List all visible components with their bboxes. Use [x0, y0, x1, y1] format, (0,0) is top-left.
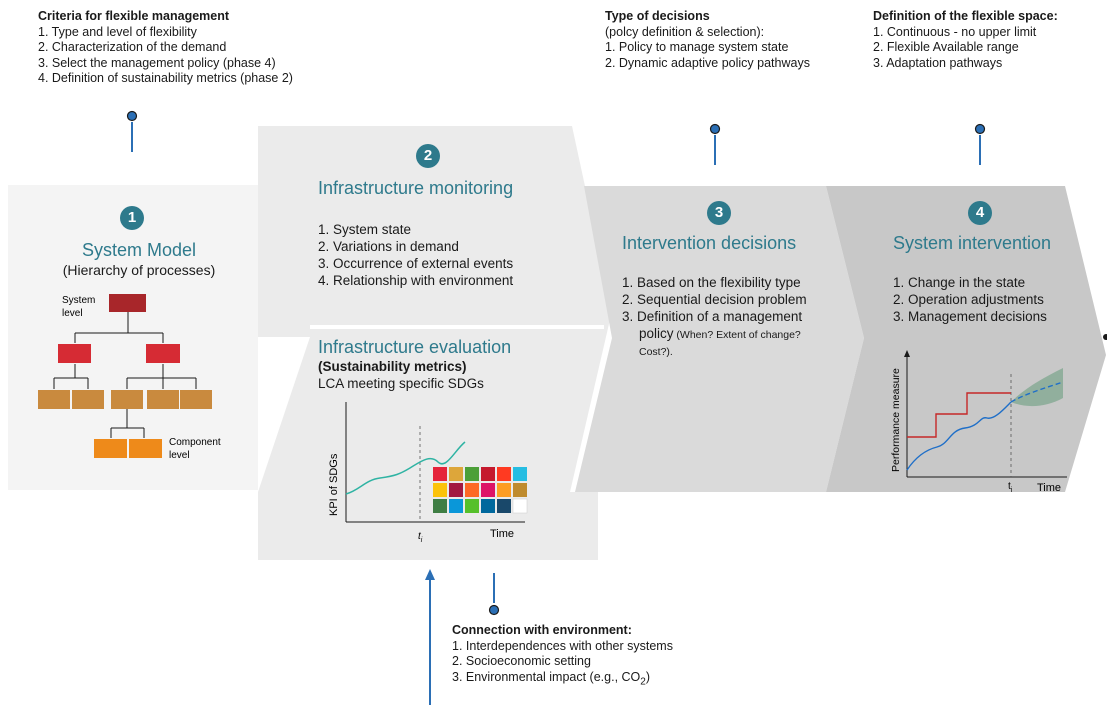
panel-infrastructure-monitoring	[258, 126, 612, 492]
flexible-space-note: Definition of the flexible space: 1. Con…	[873, 9, 1105, 71]
system-level-label: level	[62, 308, 83, 319]
step-2-number: 2	[416, 144, 440, 168]
panel-system-intervention	[826, 186, 1106, 492]
kpi-tick-label: ti	[418, 531, 423, 544]
step-1-number: 1	[120, 206, 144, 230]
kpi-curve	[345, 441, 466, 495]
step-4-item: 3. Management decisions	[893, 309, 1047, 324]
performance-curve	[906, 401, 1012, 471]
connector-dot-decisions	[709, 123, 721, 135]
environment-item: 1. Interdependences with other systems	[452, 638, 673, 653]
evaluation-title: Infrastructure evaluation	[318, 337, 512, 357]
environment-item: 3. Environmental impact (e.g., CO2)	[452, 669, 651, 688]
step-2-item: 1. System state	[318, 222, 412, 237]
kpi-y-label: KPI of SDGs	[328, 453, 340, 516]
process-node	[58, 344, 91, 363]
subprocess-node	[180, 390, 212, 409]
subprocess-node	[38, 390, 70, 409]
performance-tick-label: ti	[1008, 481, 1013, 494]
step-3-item: 1. Based on the flexibility type	[622, 275, 801, 290]
performance-y-label: Performance measure	[890, 368, 902, 472]
component-level-label: Component	[169, 437, 221, 448]
step-2-item: 4. Relationship with environment	[318, 273, 514, 288]
flexible-space-title: Definition of the flexible space:	[873, 9, 1058, 23]
criteria-note: Criteria for flexible management 1. Type…	[38, 9, 368, 87]
subprocess-node	[72, 390, 104, 409]
environment-item: 2. Socioeconomic setting	[452, 654, 591, 668]
environment-note: Connection with environment: 1. Interdep…	[452, 623, 762, 690]
kpi-x-label: Time	[490, 528, 514, 540]
evaluation-line: LCA meeting specific SDGs	[318, 376, 484, 391]
step-3-list: 1. Based on the flexibility type 2. Sequ…	[622, 274, 852, 361]
step-3-item: 3. Definition of a management	[622, 309, 803, 324]
panel-intervention-decisions	[575, 186, 864, 492]
process-node	[146, 344, 180, 363]
criteria-title: Criteria for flexible management	[38, 9, 230, 23]
connector-dot-criteria	[126, 110, 138, 122]
evaluation-subtitle: (Sustainability metrics)	[318, 359, 467, 374]
step-2-list: 1. System state 2. Variations in demand …	[318, 221, 578, 289]
component-node	[94, 439, 127, 458]
criteria-item: 4. Definition of sustainability metrics …	[38, 71, 293, 85]
step-2-title: Infrastructure monitoring	[318, 178, 514, 198]
performance-x-label: Time	[1037, 482, 1061, 494]
subprocess-node	[147, 390, 179, 409]
step-4-number: 4	[968, 201, 992, 225]
connector-dot-environment	[488, 604, 500, 616]
step-1-title: System Model	[81, 240, 197, 260]
step-4-title: System intervention	[893, 233, 1052, 253]
subprocess-node	[111, 390, 143, 409]
decisions-note: Type of decisions (polcy definition & se…	[605, 9, 870, 71]
sdg-icon-grid	[433, 467, 528, 514]
flexible-space-item: 2. Flexible Available range	[873, 40, 1019, 54]
step-3-title: Intervention decisions	[622, 233, 797, 253]
system-level-node	[109, 294, 146, 312]
step-3-item: 2. Sequential decision problem	[622, 292, 807, 307]
connector-dot-flexible-space	[974, 123, 986, 135]
flexible-space-item: 1. Continuous - no upper limit	[873, 24, 1037, 39]
step-3-item: policy (When? Extent of change?	[639, 326, 801, 341]
component-node	[129, 439, 162, 458]
component-level-label: level	[169, 450, 190, 461]
sdg-kpi-chart: KPI of SDGs Time ti	[328, 402, 528, 544]
capacity-step-line	[907, 392, 1011, 438]
decisions-item: 1. Policy to manage system state	[605, 40, 789, 54]
criteria-item: 3. Select the management policy (phase 4…	[38, 55, 276, 70]
criteria-item: 2. Characterization of the demand	[38, 40, 227, 54]
step-4-item: 1. Change in the state	[893, 275, 1026, 290]
decisions-subtitle: (polcy definition & selection):	[605, 24, 765, 39]
criteria-item: 1. Type and level of flexibility	[38, 24, 197, 39]
step-3-number: 3	[707, 201, 731, 225]
step-1-subtitle: (Hierarchy of processes)	[62, 262, 216, 278]
step-4-item: 2. Operation adjustments	[893, 292, 1044, 307]
decisions-title: Type of decisions	[605, 9, 710, 23]
environment-title: Connection with environment:	[452, 623, 632, 637]
system-level-label: System	[62, 295, 95, 306]
step-2-item: 3. Occurrence of external events	[318, 256, 514, 271]
flexible-space-item: 3. Adaptation pathways	[873, 55, 1003, 70]
uncertainty-band	[1011, 368, 1063, 407]
performance-chart: Performance measure Time ti	[890, 350, 1067, 494]
decisions-item: 2. Dynamic adaptive policy pathways	[605, 55, 810, 70]
panel-evaluation-bottom	[258, 492, 598, 560]
hierarchy-diagram: System level Component level	[38, 294, 221, 461]
step-4-list: 1. Change in the state 2. Operation adju…	[893, 274, 1093, 325]
step-2-item: 2. Variations in demand	[318, 239, 459, 254]
step-3-item: Cost?).	[639, 346, 673, 358]
